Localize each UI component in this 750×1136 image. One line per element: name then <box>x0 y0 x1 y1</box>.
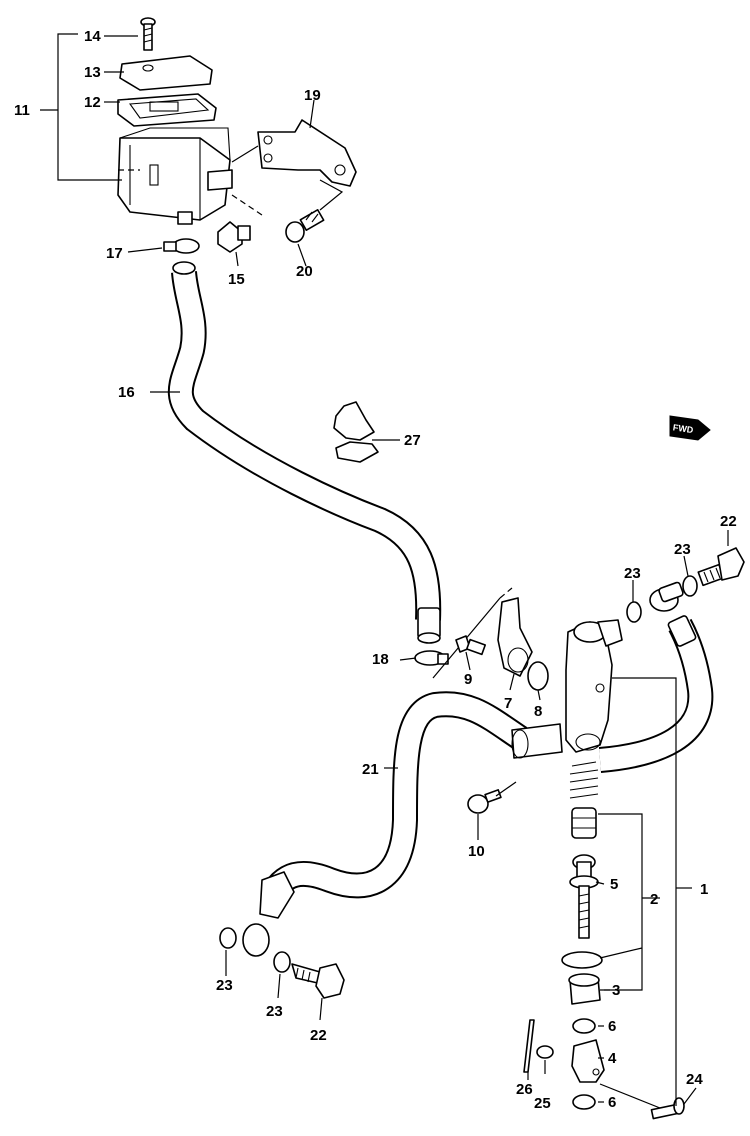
label-8: 8 <box>534 703 542 720</box>
label-23b: 23 <box>674 541 691 558</box>
bracket-line-11 <box>40 33 122 181</box>
label-24: 24 <box>686 1071 703 1088</box>
link-24 <box>599 1083 661 1109</box>
bolt-22-upper <box>697 547 745 587</box>
label-23a: 23 <box>624 565 641 582</box>
fwd-arrow-icon: FWD <box>669 415 711 441</box>
bolt-22-lower <box>291 963 345 999</box>
bolt-20 <box>285 209 325 243</box>
label-20: 20 <box>296 263 313 280</box>
hose-16 <box>167 261 442 644</box>
nut-6-upper <box>572 1018 596 1034</box>
label-12: 12 <box>84 94 101 111</box>
pin-24 <box>650 1097 685 1120</box>
washer-23-b <box>682 575 698 597</box>
label-15: 15 <box>228 271 245 288</box>
screw-14 <box>140 17 156 51</box>
label-9: 9 <box>464 671 472 688</box>
label-21: 21 <box>362 761 379 778</box>
label-23c: 23 <box>216 977 233 994</box>
bolt-15 <box>217 221 251 253</box>
link-10 <box>495 781 517 797</box>
hose-right <box>598 581 714 773</box>
callout-labels: 14 13 12 11 19 17 15 20 16 27 22 23 23 1… <box>14 28 737 1112</box>
boot-3 <box>568 973 601 1005</box>
label-26: 26 <box>516 1081 533 1098</box>
clevis-4 <box>571 1039 605 1083</box>
master-cylinder-body <box>511 619 623 759</box>
label-25: 25 <box>534 1095 551 1112</box>
leader-lines <box>104 35 729 1106</box>
label-13: 13 <box>84 64 101 81</box>
label-6b: 6 <box>608 1094 616 1111</box>
label-10: 10 <box>468 843 485 860</box>
spring <box>569 761 599 839</box>
label-11: 11 <box>14 102 30 119</box>
bolt-9 <box>455 635 487 656</box>
reservoir-tank <box>117 127 233 225</box>
union-7 <box>497 597 533 677</box>
pushrod-5 <box>569 854 599 939</box>
washer-23-a <box>626 601 642 623</box>
link-19 <box>231 145 259 163</box>
label-7: 7 <box>504 695 512 712</box>
oring-8 <box>527 661 549 691</box>
label-3: 3 <box>612 982 620 999</box>
banjo-lower <box>242 871 295 957</box>
label-4: 4 <box>608 1050 617 1067</box>
label-16: 16 <box>118 384 135 401</box>
label-14: 14 <box>84 28 101 45</box>
washer-23-d <box>273 951 291 973</box>
label-18: 18 <box>372 651 389 668</box>
reservoir-cap <box>119 55 213 91</box>
label-17: 17 <box>106 245 123 262</box>
clamp-27 <box>333 401 379 463</box>
label-27: 27 <box>404 432 421 449</box>
bracket-19 <box>257 119 357 187</box>
label-22b: 22 <box>310 1027 327 1044</box>
label-22a: 22 <box>720 513 737 530</box>
link-15 <box>231 194 263 216</box>
label-19: 19 <box>304 87 321 104</box>
svg-text:FWD: FWD <box>672 422 694 435</box>
screw-10 <box>467 789 502 814</box>
clamp-17 <box>163 238 200 254</box>
washer-23-c <box>219 927 237 949</box>
label-23d: 23 <box>266 1003 283 1020</box>
link-7b <box>499 587 513 599</box>
cotter-pin-26 <box>523 1019 535 1073</box>
reservoir-diaphragm <box>117 93 217 127</box>
label-1: 1 <box>700 881 708 898</box>
washer-25 <box>536 1045 554 1059</box>
nut-6-lower <box>572 1094 596 1110</box>
circlip <box>561 951 603 969</box>
hose-21 <box>264 691 528 899</box>
link-20 <box>319 179 344 211</box>
label-5: 5 <box>610 876 618 893</box>
label-6a: 6 <box>608 1018 616 1035</box>
label-2: 2 <box>650 891 658 908</box>
clamp-18 <box>414 650 449 666</box>
